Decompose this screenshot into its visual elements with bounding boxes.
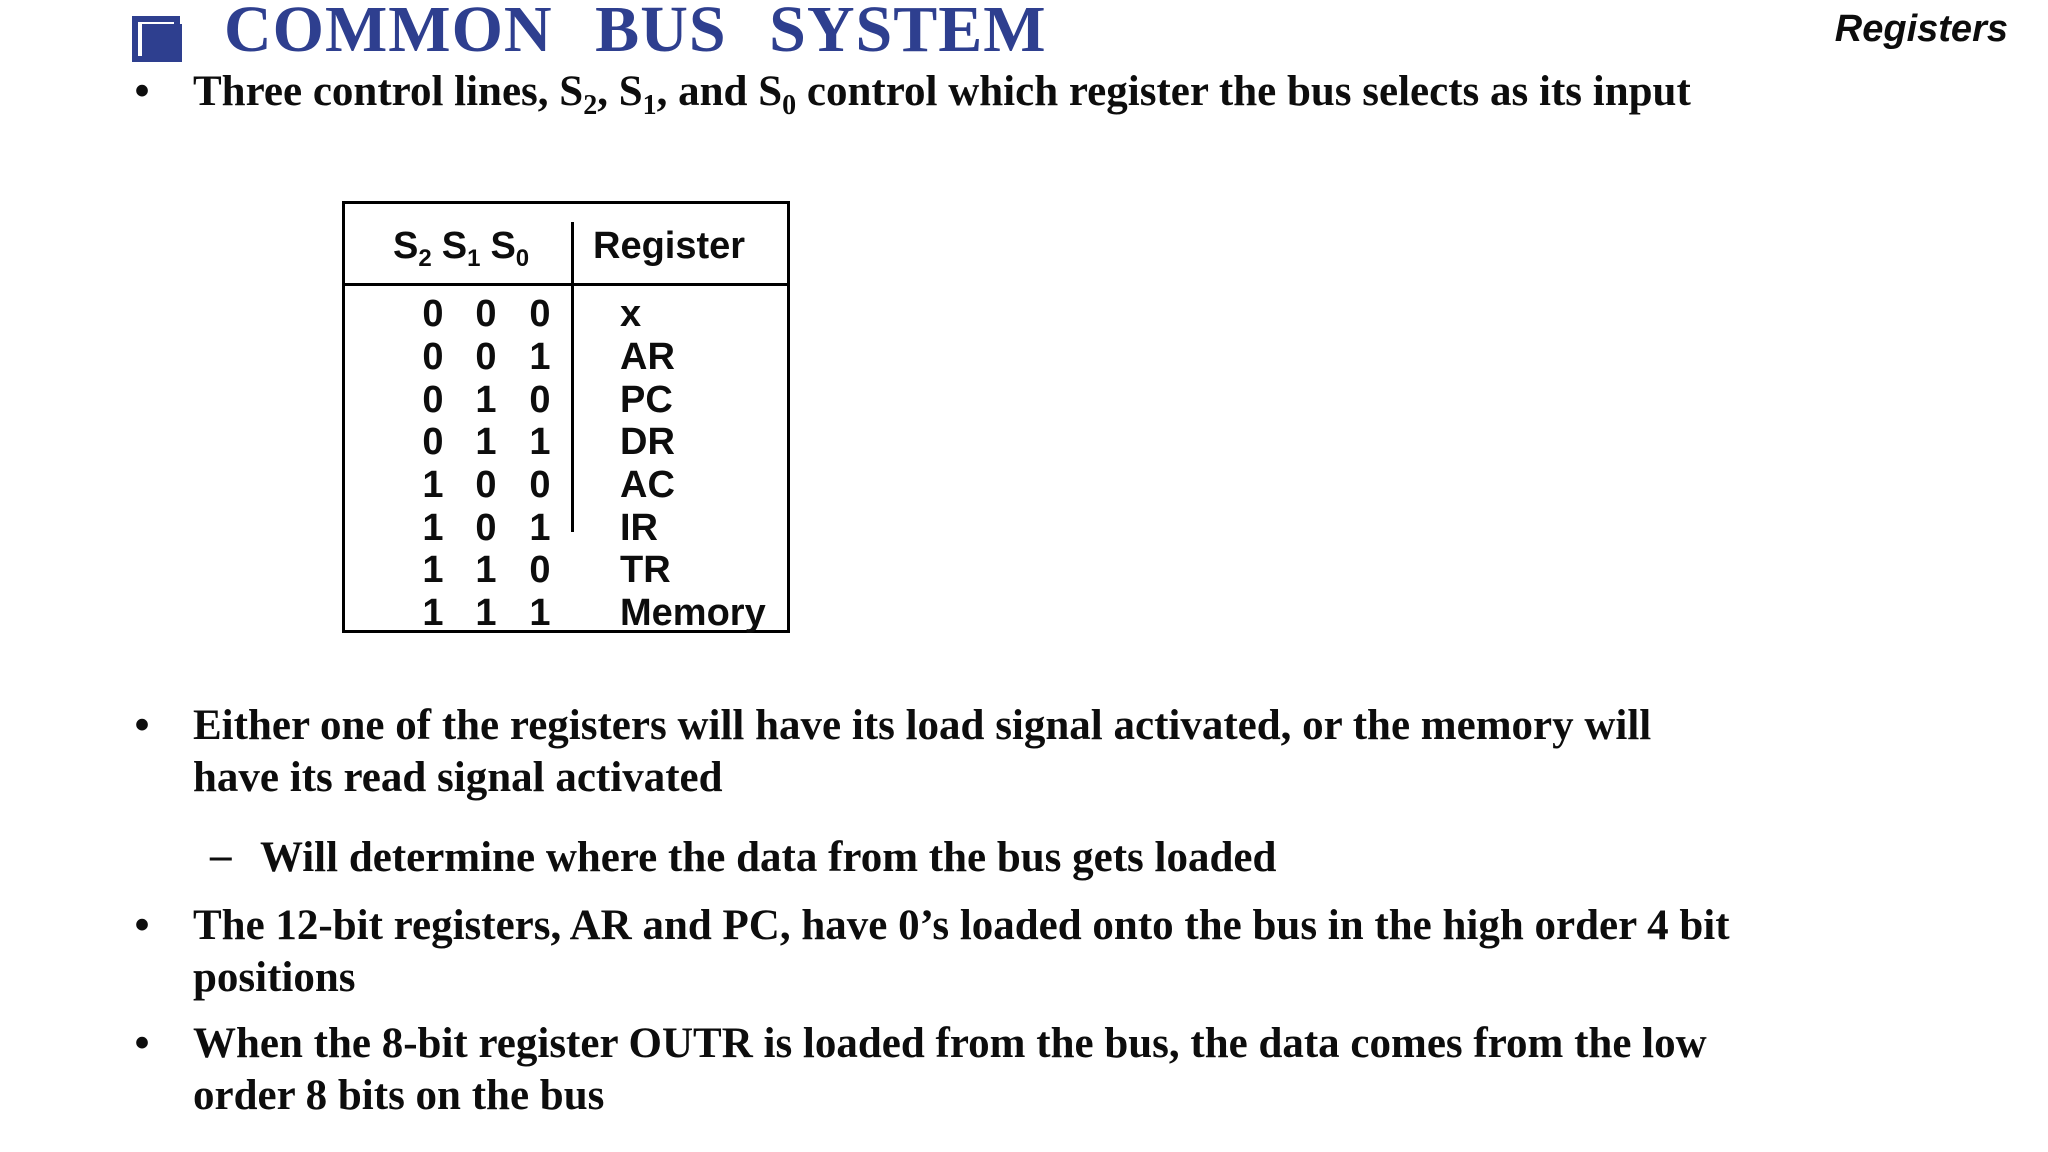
cell-s2: 0 bbox=[422, 379, 444, 421]
corner-label: Registers bbox=[1834, 8, 2008, 50]
cell-s0: 0 bbox=[529, 464, 551, 506]
cell-register: PC bbox=[620, 379, 673, 421]
table-row: 1 0 0 AC bbox=[345, 464, 787, 507]
cell-s2: 1 bbox=[422, 507, 444, 549]
dash-marker: – bbox=[210, 832, 232, 879]
cell-s1: 1 bbox=[475, 379, 497, 421]
table-row: 0 1 1 DR bbox=[345, 421, 787, 464]
header-s2: S2 bbox=[393, 225, 432, 272]
header-s2-base: S bbox=[393, 225, 419, 267]
cell-s2: 1 bbox=[422, 549, 444, 591]
cell-s0: 1 bbox=[529, 507, 551, 549]
subbullet-determine: – Will determine where the data from the… bbox=[210, 832, 1910, 884]
cell-s1: 0 bbox=[475, 336, 497, 378]
cell-s2: 0 bbox=[422, 421, 444, 463]
cell-s1: 1 bbox=[475, 421, 497, 463]
cell-s2: 0 bbox=[422, 293, 444, 335]
bullet-line: Either one of the registers will have it… bbox=[193, 702, 1652, 749]
header-s0-sub: 0 bbox=[515, 245, 530, 272]
cell-s1: 0 bbox=[475, 293, 497, 335]
header-s1-sub: 1 bbox=[467, 245, 481, 272]
cell-register: AR bbox=[620, 336, 675, 378]
bullet-dot: • bbox=[134, 68, 150, 115]
header-s0: S0 bbox=[490, 225, 529, 272]
cell-s1: 0 bbox=[475, 464, 497, 506]
bullet-load-signal: • Either one of the registers will have … bbox=[130, 700, 1970, 804]
cell-register: TR bbox=[620, 549, 671, 591]
table-row: 0 0 0 x bbox=[345, 293, 787, 336]
table-row: 0 0 1 AR bbox=[345, 336, 787, 379]
table-row: 0 1 0 PC bbox=[345, 379, 787, 422]
cell-s2: 0 bbox=[422, 336, 444, 378]
bullet-line: order 8 bits on the bus bbox=[193, 1072, 605, 1119]
table-column-divider bbox=[571, 222, 574, 532]
cell-register: x bbox=[620, 293, 642, 335]
cell-s0: 0 bbox=[529, 549, 551, 591]
intro-sub-2: 2 bbox=[583, 90, 598, 121]
intro-seg-mid1: , S bbox=[597, 68, 643, 115]
table-header-divider bbox=[345, 283, 787, 286]
bullet-line: The 12-bit registers, AR and PC, have 0’… bbox=[193, 902, 1730, 949]
page-title: COMMON BUS SYSTEM bbox=[224, 0, 1047, 66]
intro-seg-post: control which register the bus selects a… bbox=[796, 68, 1691, 115]
bullet-dot: • bbox=[134, 702, 150, 749]
bullet-intro-text: Three control lines, S2, S1, and S0 cont… bbox=[130, 66, 1970, 132]
header-s2-sub: 2 bbox=[418, 245, 432, 272]
header-s1: S1 bbox=[441, 225, 481, 272]
cell-register: AC bbox=[620, 464, 675, 506]
intro-sub-0: 0 bbox=[782, 90, 797, 121]
bullet-line: positions bbox=[193, 954, 356, 1001]
intro-sub-1: 1 bbox=[642, 90, 657, 121]
bullet-12bit-registers: • The 12-bit registers, AR and PC, have … bbox=[130, 900, 1970, 1004]
intro-seg-mid2: , and S bbox=[656, 68, 783, 115]
intro-seg-pre: Three control lines, S bbox=[193, 68, 584, 115]
bullet-intro: • Three control lines, S2, S1, and S0 co… bbox=[130, 66, 1970, 132]
cell-s1: 0 bbox=[475, 507, 497, 549]
table-row: 1 1 1 Memory bbox=[345, 592, 787, 635]
shadowed-square-bullet-icon bbox=[132, 16, 182, 62]
cell-register: IR bbox=[620, 507, 658, 549]
header-s1-base: S bbox=[441, 225, 468, 267]
table-row: 1 0 1 IR bbox=[345, 507, 787, 550]
header-s0-base: S bbox=[490, 225, 516, 267]
cell-register: Memory bbox=[620, 592, 766, 634]
bullet-text: Either one of the registers will have it… bbox=[130, 700, 1970, 804]
bullet-dot: • bbox=[134, 1020, 150, 1067]
table-row: 1 1 0 TR bbox=[345, 549, 787, 592]
bullet-text: When the 8-bit register OUTR is loaded f… bbox=[130, 1018, 1970, 1122]
bullet-line: When the 8-bit register OUTR is loaded f… bbox=[193, 1020, 1707, 1067]
cell-s2: 1 bbox=[422, 464, 444, 506]
bullet-dot: • bbox=[134, 902, 150, 949]
bullet-text: The 12-bit registers, AR and PC, have 0’… bbox=[130, 900, 1970, 1004]
bullet-line: have its read signal activated bbox=[193, 754, 723, 801]
cell-s2: 1 bbox=[422, 592, 444, 634]
subbullet-text: Will determine where the data from the b… bbox=[260, 834, 1277, 881]
cell-s0: 1 bbox=[529, 336, 551, 378]
table-header-register: Register bbox=[593, 225, 746, 267]
cell-s0: 1 bbox=[529, 421, 551, 463]
bullet-outr-register: • When the 8-bit register OUTR is loaded… bbox=[130, 1018, 1970, 1122]
cell-s0: 0 bbox=[529, 379, 551, 421]
cell-s0: 1 bbox=[529, 592, 551, 634]
cell-register: DR bbox=[620, 421, 675, 463]
cell-s1: 1 bbox=[475, 592, 497, 634]
cell-s1: 1 bbox=[475, 549, 497, 591]
cell-s0: 0 bbox=[529, 293, 551, 335]
